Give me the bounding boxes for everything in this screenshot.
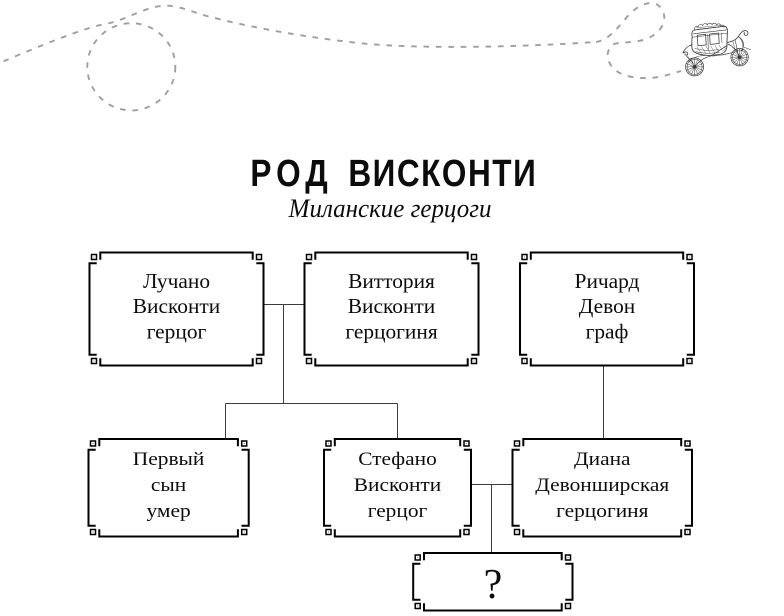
svg-text:граф: граф <box>586 320 629 344</box>
svg-text:?: ? <box>484 562 503 608</box>
svg-text:герцогиня: герцогиня <box>556 502 648 522</box>
svg-text:Первый: Первый <box>133 449 205 469</box>
svg-text:сын: сын <box>151 475 187 495</box>
svg-text:Диана: Диана <box>574 449 631 469</box>
svg-text:Девон: Девон <box>579 294 635 318</box>
svg-text:Девонширская: Девонширская <box>535 475 669 495</box>
svg-text:Висконти: Висконти <box>348 294 435 318</box>
svg-text:Висконти: Висконти <box>354 475 442 495</box>
svg-text:Ричард: Ричард <box>575 269 640 293</box>
svg-text:герцог: герцог <box>147 320 207 344</box>
svg-text:Висконти: Висконти <box>133 294 220 318</box>
svg-text:умер: умер <box>147 502 191 522</box>
svg-text:Миланские герцоги: Миланские герцоги <box>288 193 492 223</box>
svg-text:Лучано: Лучано <box>143 269 210 293</box>
svg-text:Виттория: Виттория <box>348 269 435 293</box>
svg-text:ВИСКОНТИ: ВИСКОНТИ <box>348 152 537 194</box>
svg-text:герцогиня: герцогиня <box>345 320 437 344</box>
svg-text:Стефано: Стефано <box>358 449 437 469</box>
svg-text:РОД: РОД <box>250 152 332 194</box>
svg-text:герцог: герцог <box>368 502 428 522</box>
